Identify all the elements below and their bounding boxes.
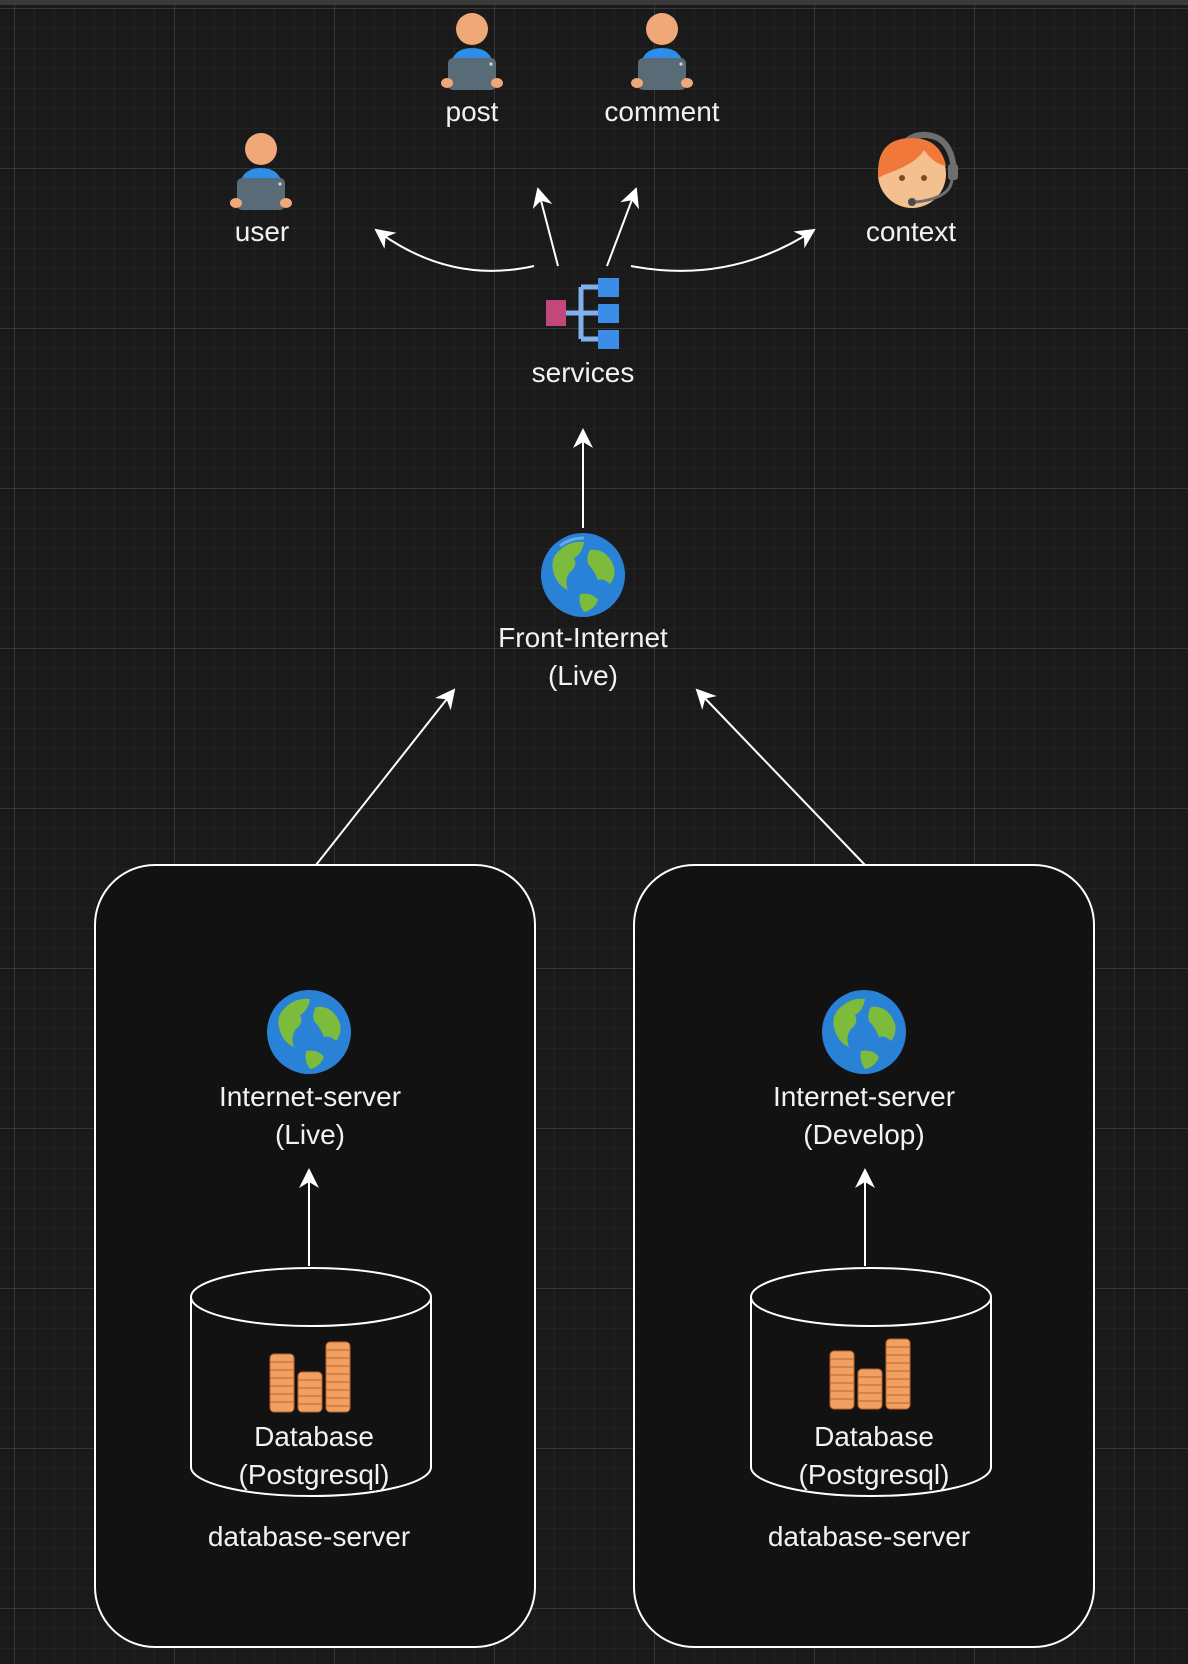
develop-database-label: Database (Postgresql) xyxy=(761,1418,987,1494)
develop-server-name: Internet-server xyxy=(772,1081,956,1112)
front-internet-node[interactable] xyxy=(540,532,626,618)
edge-services-to-context[interactable] xyxy=(630,228,816,272)
front-internet-label: Front-Internet (Live) xyxy=(461,619,705,695)
services-node[interactable] xyxy=(545,277,621,351)
live-coin-stacks xyxy=(269,1340,351,1414)
comment-actor[interactable] xyxy=(631,12,693,92)
develop-database-engine: (Postgresql) xyxy=(798,1459,950,1490)
edge-services-to-user[interactable] xyxy=(374,228,535,272)
person-laptop-icon xyxy=(631,13,693,90)
live-database-engine: (Postgresql) xyxy=(238,1459,390,1490)
front-internet-env: (Live) xyxy=(547,660,618,691)
globe-icon xyxy=(267,990,351,1074)
support-agent-icon xyxy=(878,132,958,208)
edge-services-to-comment[interactable] xyxy=(606,187,640,267)
live-database-label: Database (Postgresql) xyxy=(201,1418,427,1494)
comment-label: comment xyxy=(604,96,720,127)
develop-internet-server-node[interactable] xyxy=(821,989,907,1075)
person-laptop-icon xyxy=(441,13,503,90)
live-database-name: Database xyxy=(254,1421,374,1452)
develop-database-server-caption: database-server xyxy=(767,1521,971,1552)
coin-stacks-icon xyxy=(829,1338,911,1410)
develop-internet-server-label: Internet-server (Develop) xyxy=(744,1078,984,1154)
live-internet-server-label: Internet-server (Live) xyxy=(190,1078,430,1154)
live-server-env: (Live) xyxy=(274,1119,345,1150)
front-internet-name: Front-Internet xyxy=(498,622,668,653)
canvas-top-border xyxy=(0,0,1188,5)
live-server-name: Internet-server xyxy=(218,1081,402,1112)
develop-server-env: (Develop) xyxy=(803,1119,925,1150)
edge-develop-to-front[interactable] xyxy=(695,688,866,866)
edge-services-to-post[interactable] xyxy=(532,187,559,267)
globe-icon xyxy=(541,533,625,617)
live-internet-server-node[interactable] xyxy=(266,989,352,1075)
coin-stacks-icon xyxy=(269,1341,351,1413)
globe-icon xyxy=(822,990,906,1074)
develop-coin-stacks xyxy=(829,1337,911,1411)
develop-database-name: Database xyxy=(814,1421,934,1452)
user-label: user xyxy=(234,216,290,247)
services-label: services xyxy=(531,357,635,388)
person-laptop-icon xyxy=(230,133,292,210)
user-actor[interactable] xyxy=(230,132,292,212)
post-actor[interactable] xyxy=(441,12,503,92)
post-label: post xyxy=(445,96,499,127)
context-label: context xyxy=(865,216,957,247)
edge-live-to-front[interactable] xyxy=(315,688,456,866)
service-hierarchy-icon xyxy=(546,278,619,349)
context-actor[interactable] xyxy=(874,128,958,214)
live-database-server-caption: database-server xyxy=(207,1521,411,1552)
